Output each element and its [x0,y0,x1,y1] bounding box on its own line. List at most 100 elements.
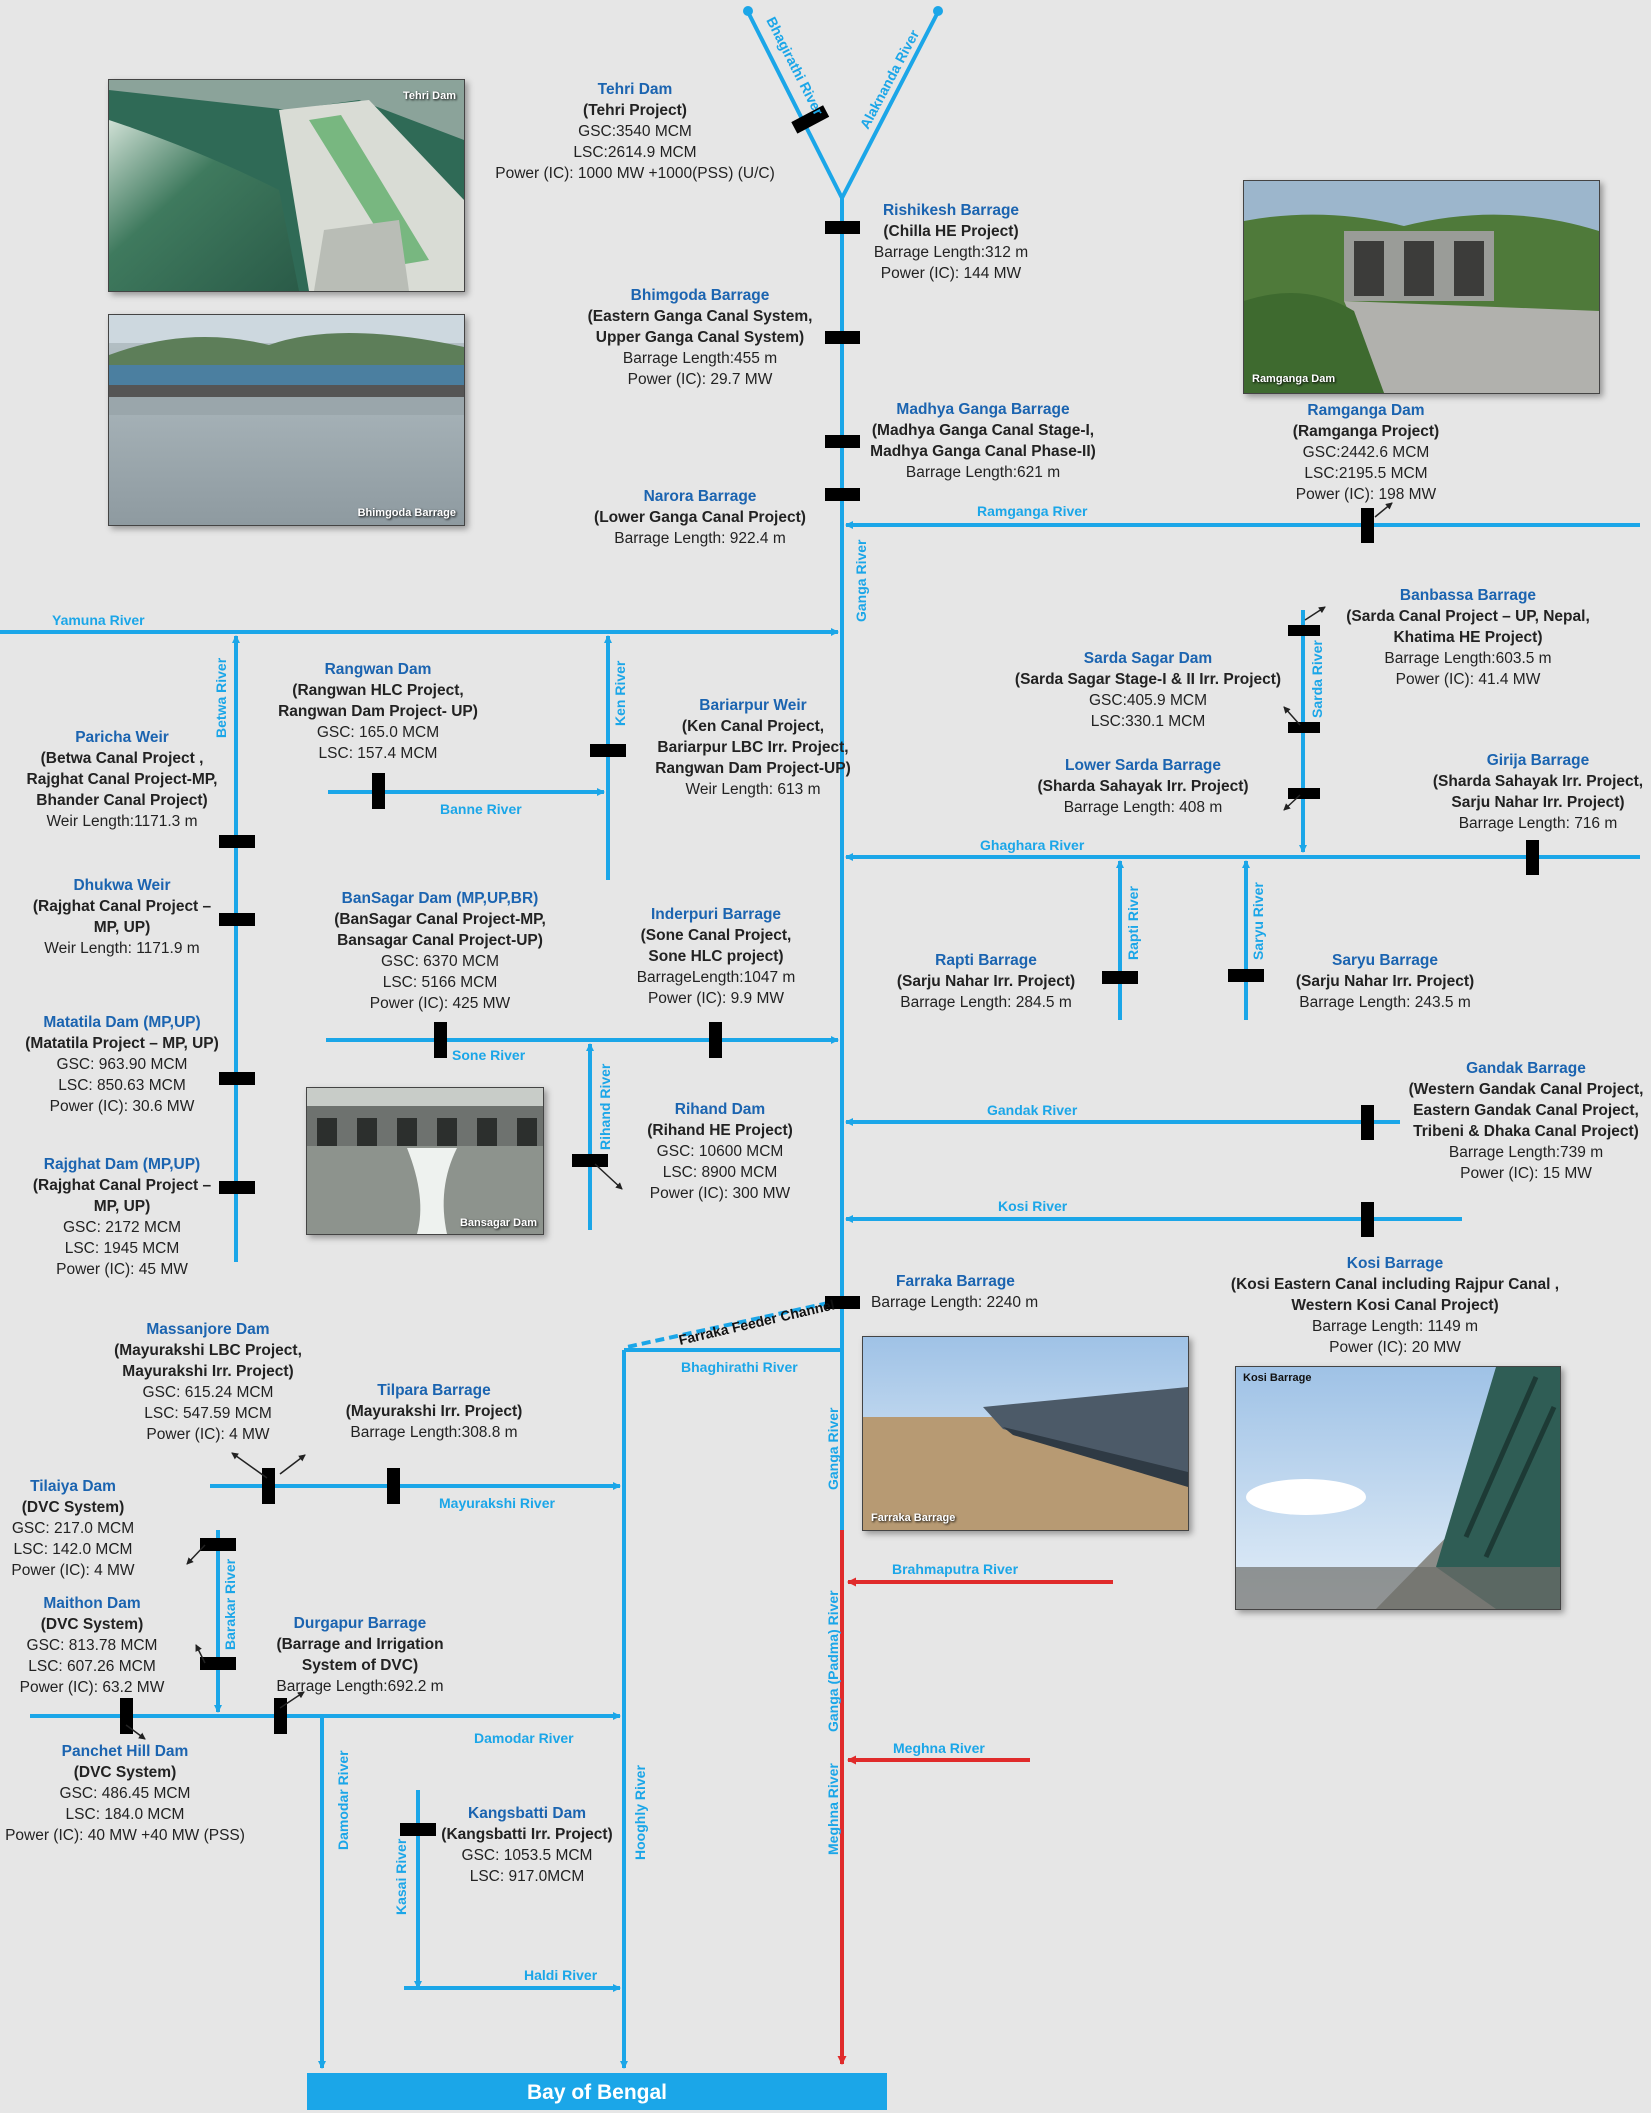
project-detail: (Matatila Project – MP, UP) [25,1035,219,1052]
project-detail: System of DVC) [301,1657,419,1674]
river-label: Mayurakshi River [439,1495,555,1511]
project-name: Rapti Barrage [935,952,1037,969]
project-detail: Barrage Length:455 m [622,350,778,367]
river-label: Brahmaputra River [892,1561,1019,1577]
project-detail: Upper Ganga Canal System) [595,329,805,346]
photo-caption: Kosi Barrage [1243,1372,1312,1384]
project-detail: (Barrage and Irrigation [276,1636,444,1653]
project-detail: (Chilla HE Project) [883,223,1019,240]
project-detail: Rajghat Canal Project-MP, [26,771,218,788]
river-label: Sone River [452,1047,526,1063]
project-label-kangsbatti-dam: Kangsbatti Dam (Kangsbatti Irr. Project)… [441,1803,612,1887]
project-name: Durgapur Barrage [293,1615,427,1632]
river-label: Banne River [440,801,522,817]
river-label: Hooghly River [632,1765,648,1860]
project-name: Rangwan Dam [324,661,432,678]
river-label: Kosi River [998,1198,1068,1214]
project-detail: (Sarju Nahar Irr. Project) [896,973,1076,990]
project-detail: LSC:2195.5 MCM [1304,465,1428,482]
project-detail: MP, UP) [93,919,151,936]
project-detail: GSC:405.9 MCM [1088,692,1208,709]
project-label-rangwan-dam: Rangwan Dam (Rangwan HLC Project, Rangwa… [278,659,478,764]
project-name: Kosi Barrage [1346,1255,1444,1272]
river-label: Bhaghirathi River [681,1359,798,1375]
river-label: Yamuna River [52,612,145,628]
kosi-barrage-photo: Kosi Barrage [1235,1366,1561,1610]
river-label: Ghaghara River [980,837,1085,853]
project-label-massanjore-dam: Massanjore Dam (Mayurakshi LBC Project, … [114,1319,302,1445]
project-detail: (Madhya Ganga Canal Stage-I, [871,422,1095,439]
project-detail: Power (IC): 4 MW [146,1426,270,1443]
project-label-narora-barrage: Narora Barrage (Lower Ganga Canal Projec… [594,486,806,549]
project-detail: Rangwan Dam Project-UP) [655,760,851,777]
project-label-kosi-barrage: Kosi Barrage (Kosi Eastern Canal includi… [1231,1253,1559,1358]
project-name: Panchet Hill Dam [61,1743,189,1760]
project-detail: Power (IC): 1000 MW +1000(PSS) (U/C) [495,165,775,182]
project-label-rishikesh-barrage: Rishikesh Barrage (Chilla HE Project) Ba… [874,200,1028,284]
project-detail: Barrage Length: 1149 m [1311,1318,1479,1335]
project-label-rihand-dam: Rihand Dam (Rihand HE Project) GSC: 1060… [647,1099,793,1204]
project-name: Tilaiya Dam [30,1478,116,1495]
project-detail: Tribeni & Dhaka Canal Project) [1413,1123,1639,1140]
project-label-inderpuri-barrage: Inderpuri Barrage (Sone Canal Project, S… [637,904,796,1009]
project-detail: MP, UP) [93,1198,151,1215]
project-detail: Power (IC): 425 MW [369,995,511,1012]
project-label-tehri-dam: Tehri Dam (Tehri Project) GSC:3540 MCM L… [495,79,775,184]
project-detail: (DVC System) [40,1616,144,1633]
project-detail: Power (IC): 198 MW [1295,486,1437,503]
project-detail: Sone HLC project) [648,948,784,965]
project-name: Matatila Dam (MP,UP) [43,1014,201,1031]
project-name: Tilpara Barrage [377,1382,491,1399]
project-label-madhya-ganga-barrage: Madhya Ganga Barrage (Madhya Ganga Canal… [870,399,1096,483]
project-detail: (Western Gandak Canal Project, [1408,1081,1644,1098]
project-detail: (Sharda Sahayak Irr. Project, [1432,773,1644,790]
river-label: Rapti River [1125,886,1141,960]
project-detail: Bansagar Canal Project-UP) [337,932,543,949]
project-name: Lower Sarda Barrage [1065,757,1221,774]
project-detail: GSC: 6370 MCM [380,953,499,970]
project-detail: (Kosi Eastern Canal including Rajpur Can… [1230,1276,1560,1293]
project-detail: (Eastern Ganga Canal System, [587,308,813,325]
project-name: Sarda Sagar Dam [1083,650,1213,667]
project-detail: (Sarda Sagar Stage-I & II Irr. Project) [1014,671,1282,688]
project-name: Madhya Ganga Barrage [896,401,1070,418]
project-name: Rajghat Dam (MP,UP) [43,1156,201,1173]
project-detail: GSC:2442.6 MCM [1302,444,1430,461]
bansagar-dam-image [307,1088,543,1234]
project-detail: Weir Length: 1171.9 m [44,940,200,957]
river-label: Sarda River [1309,640,1325,718]
project-name: Tehri Dam [597,81,673,98]
tehri-dam-photo: Tehri Dam [108,79,465,292]
river-label: Ken River [612,660,628,726]
project-detail: BarrageLength:1047 m [636,969,796,986]
project-detail: Khatima HE Project) [1393,629,1543,646]
photo-caption: Farraka Barrage [871,1512,956,1524]
project-detail: (Rihand HE Project) [647,1122,793,1139]
project-name: Bhimgoda Barrage [630,287,770,304]
project-name: Maithon Dam [43,1595,141,1612]
project-label-lower-sarda-barrage: Lower Sarda Barrage (Sharda Sahayak Irr.… [1037,755,1248,818]
project-detail: (Kangsbatti Irr. Project) [441,1826,613,1843]
project-detail: (Ken Canal Project, [681,718,825,735]
project-detail: (DVC System) [73,1764,177,1781]
river-label: Barakar River [222,1558,238,1650]
bansagar-dam-photo: Bansagar Dam [306,1087,544,1235]
project-detail: Power (IC): 45 MW [56,1261,188,1278]
project-detail: Madhya Ganga Canal Phase-II) [870,443,1096,460]
project-detail: LSC: 5166 MCM [382,974,498,991]
project-detail: Power (IC): 15 MW [1460,1165,1592,1182]
project-detail: Barrage Length: 243.5 m [1299,994,1471,1011]
project-name: Paricha Weir [75,729,169,746]
source-dot [743,6,753,16]
river-label: Haldi River [524,1967,598,1983]
project-detail: (Rajghat Canal Project – [32,1177,212,1194]
project-detail: GSC:3540 MCM [578,123,692,140]
project-detail: (Tehri Project) [583,102,687,119]
farraka-barrage-photo: Farraka Barrage [862,1336,1189,1531]
project-detail: Sarju Nahar Irr. Project) [1451,794,1625,811]
project-label-durgapur-barrage: Durgapur Barrage (Barrage and Irrigation… [276,1613,443,1697]
project-detail: Power (IC): 300 MW [649,1185,791,1202]
project-detail: Barrage Length:621 m [905,464,1061,481]
river-label: Ramganga River [977,503,1088,519]
project-detail: GSC: 963.90 MCM [56,1056,188,1073]
